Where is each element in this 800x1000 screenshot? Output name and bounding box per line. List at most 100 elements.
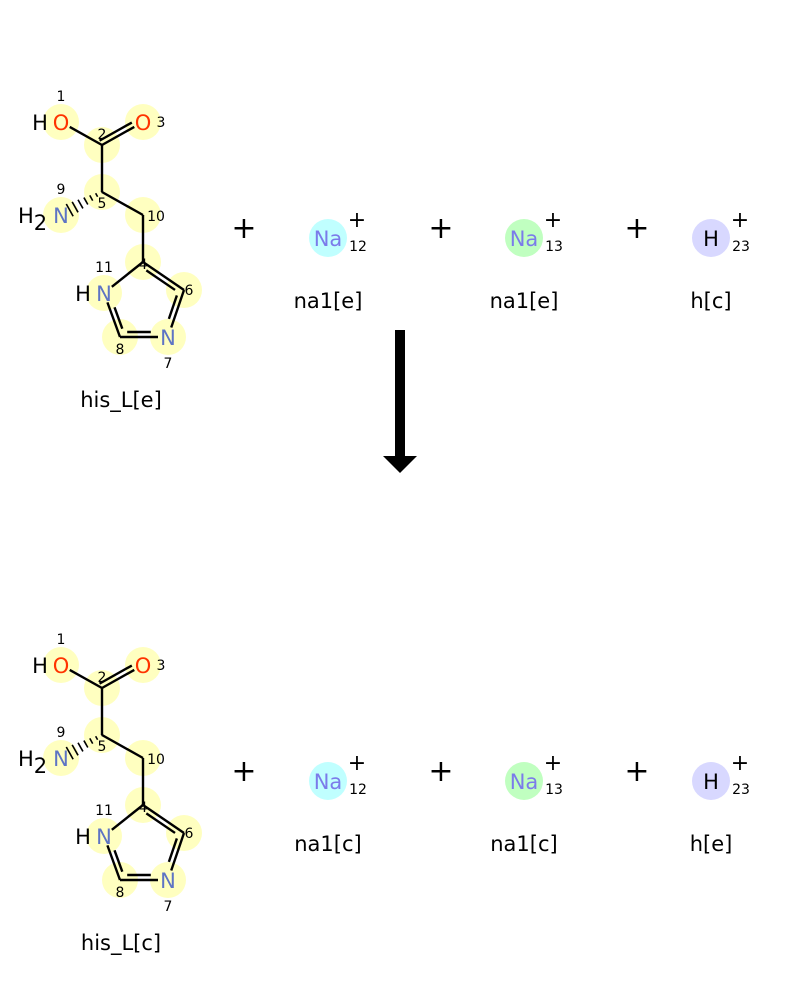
- atom-highlight: [125, 647, 161, 683]
- bond: [142, 804, 185, 834]
- atom-symbol: N: [53, 204, 69, 228]
- bond-second-line: [113, 849, 124, 873]
- atom-index: 11: [95, 260, 113, 276]
- hashed-wedge-bond: [94, 735, 99, 741]
- arrow-head: [383, 456, 417, 473]
- atom-symbol: O: [135, 111, 152, 135]
- bond: [101, 668, 135, 690]
- atom-symbol: N: [96, 282, 112, 306]
- atom-symbol: N: [53, 747, 69, 771]
- bond-second-line: [145, 269, 176, 291]
- bond: [111, 804, 144, 831]
- bond-second-line: [167, 838, 179, 863]
- species-label: h[e]: [690, 832, 733, 856]
- atom-index: 2: [98, 127, 107, 143]
- atom-index: 8: [116, 885, 125, 901]
- bond: [106, 301, 122, 338]
- atom-hydrogens: H: [75, 825, 91, 849]
- species-label: na1[c]: [294, 832, 361, 856]
- atom-symbol: H: [703, 770, 719, 794]
- charge-sign: +: [731, 208, 749, 233]
- atom-symbol: N: [160, 869, 176, 893]
- plus-sign: +: [231, 754, 256, 789]
- atom-highlight: [150, 319, 186, 355]
- atom-symbol: N: [160, 326, 176, 350]
- atom-hydrogens: H: [75, 282, 91, 306]
- ion-h: H+23h[c]: [690, 208, 750, 313]
- atom-hydrogens: H: [32, 654, 48, 678]
- atom-index: 8: [116, 342, 125, 358]
- atom-highlight: [505, 762, 543, 800]
- atom-symbol: Na: [314, 227, 343, 251]
- atom-index: 13: [545, 782, 563, 798]
- atom-index: 2: [98, 670, 107, 686]
- atom-index: 4: [139, 800, 148, 816]
- species-label: na1[e]: [490, 289, 559, 313]
- atom-index: 4: [139, 257, 148, 273]
- bond-second-line: [167, 295, 179, 320]
- hashed-wedge-bond: [77, 742, 84, 752]
- atom-index: 1: [57, 89, 66, 105]
- species-label: na1[e]: [294, 289, 363, 313]
- plus-sign: +: [428, 211, 453, 246]
- bond: [101, 733, 144, 760]
- atom-symbol: N: [96, 825, 112, 849]
- charge-sign: +: [544, 208, 562, 233]
- bond: [111, 261, 144, 288]
- atom-index: 9: [57, 725, 66, 741]
- hashed-wedge-bond: [89, 738, 94, 745]
- atom-index: 6: [185, 283, 194, 299]
- atom-hydrogens: H2: [18, 204, 47, 235]
- species-label: h[c]: [690, 289, 731, 313]
- atom-highlight: [43, 647, 79, 683]
- atom-index: 13: [545, 239, 563, 255]
- species-label: na1[c]: [490, 832, 557, 856]
- atom-hydrogens: H: [32, 111, 48, 135]
- atom-index: 10: [147, 752, 165, 768]
- atom-index: 5: [98, 196, 107, 212]
- atom-symbol: O: [135, 654, 152, 678]
- atom-index: 6: [185, 826, 194, 842]
- charge-sign: +: [348, 751, 366, 776]
- atom-highlight: [309, 219, 347, 257]
- hashed-wedge-bond: [71, 744, 79, 756]
- atom-index: 7: [164, 899, 173, 915]
- plus-sign: +: [428, 754, 453, 789]
- bond: [101, 125, 135, 147]
- bond: [142, 261, 185, 291]
- arrow-shaft: [395, 330, 405, 458]
- bond-second-line: [113, 306, 124, 330]
- atom-index: 11: [95, 803, 113, 819]
- hashed-wedge-bond: [65, 746, 74, 760]
- atom-highlight: [150, 862, 186, 898]
- atom-index: 7: [164, 356, 173, 372]
- atom-highlight: [505, 219, 543, 257]
- plus-sign: +: [231, 211, 256, 246]
- hashed-wedge-bond: [77, 199, 84, 209]
- atom-highlight: [86, 275, 122, 311]
- bond-second-line: [98, 664, 133, 685]
- atom-symbol: O: [53, 111, 70, 135]
- atom-index: 3: [157, 115, 166, 131]
- bond: [170, 832, 186, 871]
- atom-index: 23: [732, 782, 750, 798]
- atom-index: 1: [57, 632, 66, 648]
- atom-highlight: [692, 762, 730, 800]
- bond: [101, 190, 144, 217]
- plus-sign: +: [624, 754, 649, 789]
- atom-highlight: [125, 104, 161, 140]
- atom-index: 10: [147, 209, 165, 225]
- hashed-wedge-bond: [71, 201, 79, 213]
- atom-hydrogens: H2: [18, 747, 47, 778]
- hashed-wedge-bond: [94, 192, 99, 198]
- charge-sign: +: [731, 751, 749, 776]
- bond: [69, 125, 103, 147]
- atom-highlight: [43, 740, 79, 776]
- ion-h: H +23 h[e]: [690, 751, 750, 856]
